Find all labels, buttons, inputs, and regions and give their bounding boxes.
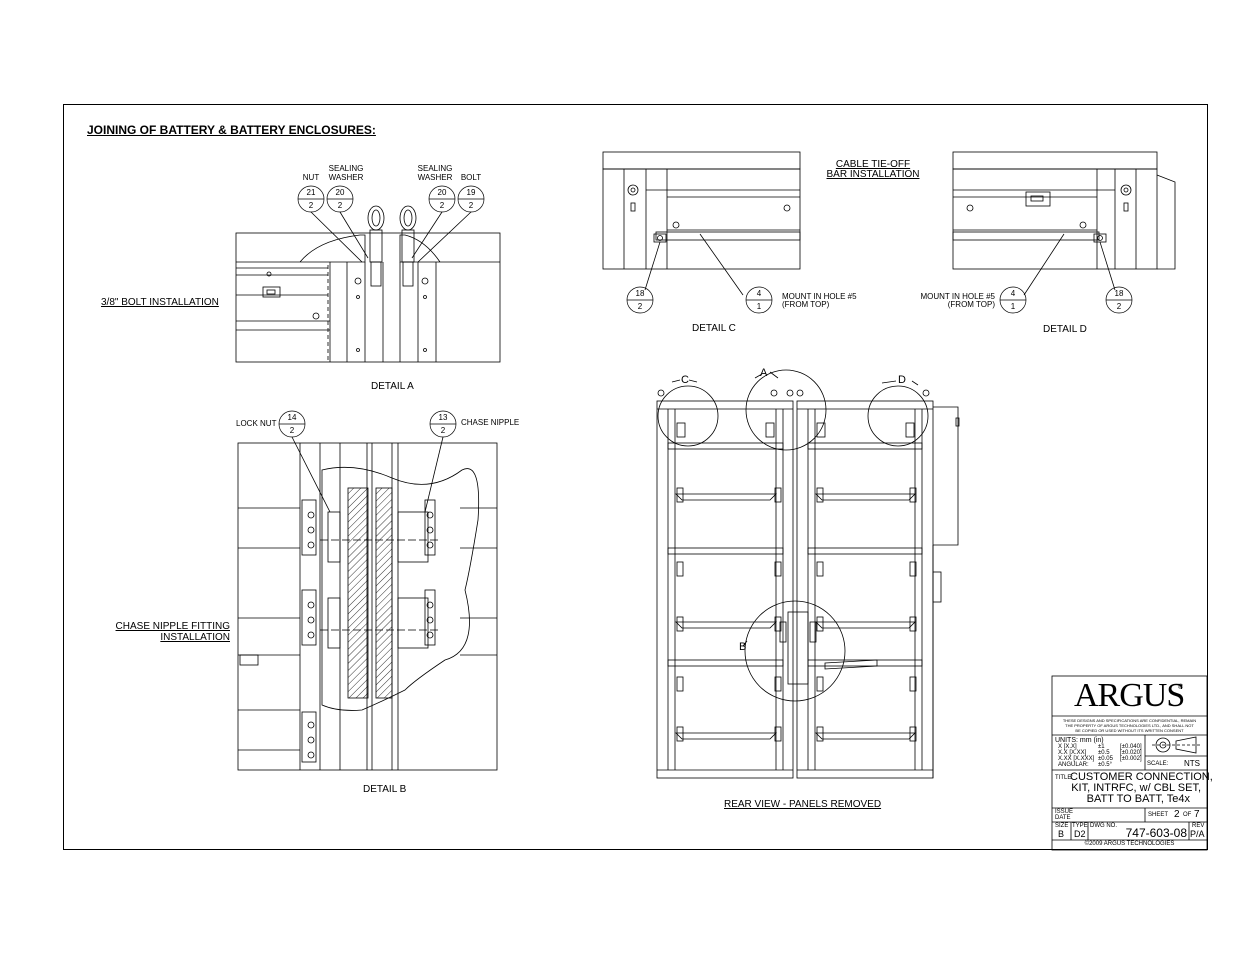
balloon-item: 18 — [635, 289, 645, 298]
detail-b-side-label-2: INSTALLATION — [160, 632, 230, 643]
drawing-title-2: KIT, INTRFC, w/ CBL SET, — [1071, 782, 1201, 794]
title-block-frame — [1051, 675, 1208, 851]
detail-marker-a: A — [760, 367, 768, 379]
rev-label: REV — [1192, 823, 1205, 829]
cable-tie-label-2: BAR INSTALLATION — [826, 169, 920, 180]
type-label: TYPE — [1072, 823, 1088, 829]
drawing-number: 747-603-08 — [1125, 826, 1187, 840]
sheet-heading: JOINING OF BATTERY & BATTERY ENCLOSURES: — [87, 123, 376, 137]
confidential-line-3: BE COPIED OR USED WITHOUT ITS WRITTEN CO… — [1075, 728, 1184, 733]
balloon-item: 20 — [335, 188, 345, 197]
argus-logo: ARGUS — [1074, 677, 1185, 714]
tol-in-2: [±0.002] — [1120, 756, 1142, 762]
sheet-border — [63, 104, 1208, 850]
balloon-qty: 2 — [1116, 302, 1122, 311]
units-label: UNITS: mm (in) — [1055, 737, 1104, 744]
balloon-item: 13 — [438, 413, 448, 422]
tol-mm-3: ±0.5° — [1098, 762, 1113, 768]
balloon-item: 19 — [466, 188, 476, 197]
detail-d-note-2: (FROM TOP) — [947, 300, 995, 309]
title-label: TITLE: — [1055, 775, 1074, 781]
balloon-qty: 2 — [289, 426, 295, 435]
balloon-item: 20 — [437, 188, 447, 197]
tol-in-1: [±0.020] — [1120, 750, 1142, 756]
sheet-number: 2 — [1174, 809, 1180, 820]
balloon-item: 4 — [1010, 289, 1016, 298]
detail-marker-b: B — [739, 641, 747, 653]
confidential-line-1: THESE DESIGNS AND SPECIFICATIONS ARE CON… — [1062, 718, 1197, 723]
confidential-line-2: THE PROPERTY OF ARGUS TECHNOLOGIES LTD.,… — [1065, 723, 1194, 728]
tol-in-0: [±0.040] — [1120, 744, 1142, 750]
detail-a-drawing — [235, 205, 501, 363]
sheet-total: 7 — [1194, 809, 1200, 820]
callout-label-nut: NUT — [302, 173, 320, 182]
scale-label: SCALE: — [1147, 761, 1169, 767]
tol-mm-0: ±1 — [1098, 744, 1105, 750]
size-value: B — [1058, 829, 1065, 839]
callout-label-bolt: BOLT — [460, 173, 482, 182]
tol-mm-2: ±0.05 — [1098, 756, 1113, 762]
detail-b-drawing — [237, 436, 498, 771]
balloon-item: 18 — [1114, 289, 1124, 298]
balloon-qty: 1 — [756, 302, 762, 311]
detail-c-note-2: (FROM TOP) — [782, 300, 830, 309]
balloon-item: 14 — [287, 413, 297, 422]
balloon-item: 4 — [756, 289, 762, 298]
balloon-item: 21 — [306, 188, 316, 197]
rear-view-caption: REAR VIEW - PANELS REMOVED — [724, 799, 882, 810]
rev-value: P/A — [1190, 829, 1205, 839]
callout-label-lock-nut: LOCK NUT — [236, 419, 277, 428]
callout-label-sealing-washer-1: SEALING WASHER — [328, 164, 364, 182]
tol-mm-1: ±0.5 — [1098, 750, 1110, 756]
detail-d-note-1: MOUNT IN HOLE #5 — [920, 292, 995, 301]
detail-d-caption: DETAIL D — [1043, 324, 1087, 335]
tol-fmt-1: X.X [X.XX] — [1058, 750, 1087, 756]
issue-label: ISSUE — [1055, 809, 1074, 815]
balloon-qty: 2 — [468, 201, 474, 210]
type-value: D2 — [1074, 829, 1086, 839]
scale-value: NTS — [1184, 759, 1200, 768]
detail-a-side-label: 3/8" BOLT INSTALLATION — [101, 297, 219, 308]
detail-c-caption: DETAIL C — [692, 323, 736, 334]
sheet-of-label: OF — [1183, 812, 1192, 818]
copyright: ©2009 ARGUS TECHNOLOGIES — [1084, 841, 1175, 847]
detail-marker-d: D — [898, 374, 906, 386]
detail-c-note-1: MOUNT IN HOLE #5 — [782, 292, 857, 301]
detail-b-caption: DETAIL B — [363, 784, 407, 795]
balloons — [278, 185, 1133, 438]
drawing-title-3: BATT TO BATT, Te4x — [1086, 793, 1190, 805]
tol-fmt-2: X.XX [X.XXX] — [1058, 756, 1095, 762]
drawing-title-1: CUSTOMER CONNECTION, — [1070, 771, 1213, 783]
detail-marker-c: C — [681, 374, 689, 386]
cable-tie-label-1: CABLE TIE-OFF — [835, 159, 911, 170]
detail-c-drawing — [602, 151, 801, 296]
size-label: SIZE — [1055, 823, 1069, 829]
sheet-label: SHEET — [1148, 812, 1169, 818]
balloon-qty: 2 — [439, 201, 445, 210]
balloon-qty: 2 — [337, 201, 343, 210]
tol-fmt-3: ANGULAR: — [1058, 762, 1089, 768]
balloon-qty: 1 — [1010, 302, 1016, 311]
callout-label-chase-nipple: CHASE NIPPLE — [461, 418, 520, 427]
date-label: DATE — [1055, 815, 1071, 821]
detail-d-drawing — [952, 151, 1176, 296]
detail-b-side-label-1: CHASE NIPPLE FITTING — [115, 621, 230, 632]
dwg-label: DWG NO. — [1090, 823, 1117, 829]
callout-label-sealing-washer-2: SEALING WASHER — [417, 164, 453, 182]
balloon-qty: 2 — [637, 302, 643, 311]
balloon-qty: 2 — [440, 426, 446, 435]
registered-mark: ® — [1178, 684, 1184, 691]
tol-fmt-0: X [X.X] — [1058, 744, 1077, 750]
balloon-qty: 2 — [308, 201, 314, 210]
rear-view-drawing — [656, 369, 960, 779]
detail-a-caption: DETAIL A — [371, 381, 414, 392]
